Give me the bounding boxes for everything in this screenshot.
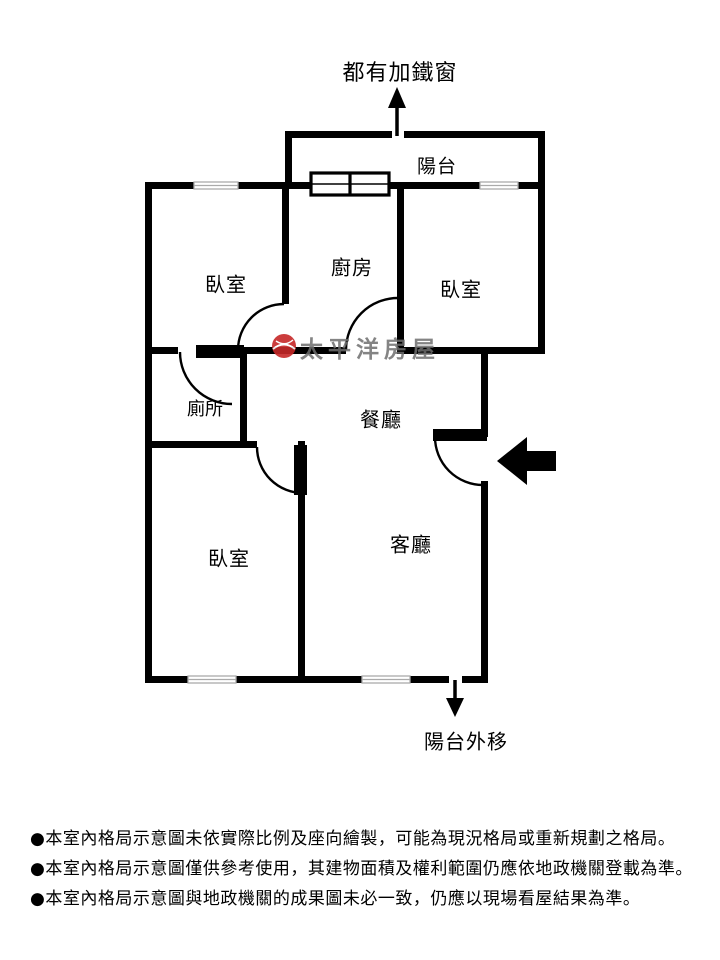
wall (145, 182, 194, 189)
wall (397, 182, 404, 354)
plan-title: 都有加鐵窗 (342, 61, 458, 86)
wall (282, 182, 289, 304)
room-label-bedroom-bottom: 臥室 (208, 546, 250, 571)
wall (285, 131, 292, 189)
pacific-realty-logo-icon (272, 334, 296, 358)
wall (481, 347, 488, 437)
door-arcs-group (178, 296, 484, 495)
window-icon (479, 181, 519, 190)
disclaimer-line: ●本室內格局示意圖與地政機關的成果圖未必一致，仍應以現場看屋結果為準。 (30, 889, 641, 909)
room-label-bedroom-right: 臥室 (440, 277, 482, 302)
wall (398, 347, 545, 354)
wall (285, 131, 392, 138)
window-icon (361, 675, 411, 684)
door-leaf (196, 345, 244, 358)
door-leaf (294, 445, 307, 495)
entry-arrow-icon (497, 437, 556, 485)
wall (145, 182, 152, 683)
room-label-dining: 餐廳 (360, 407, 402, 432)
window-icon (187, 675, 237, 684)
wall (236, 676, 362, 683)
room-label-living: 客廳 (390, 532, 432, 557)
wall (298, 441, 305, 683)
room-label-bedroom-left: 臥室 (205, 272, 247, 297)
door-arc (433, 436, 484, 487)
room-label-toilet: 廁所 (187, 399, 223, 420)
wall (145, 676, 188, 683)
down-arrow-icon (446, 680, 464, 717)
disclaimer-line: ●本室內格局示意圖僅供參考使用，其建物面積及權利範圍仍應依地政機關登載為準。 (30, 859, 693, 879)
wall (240, 347, 247, 448)
door-arc (255, 446, 304, 495)
room-label-kitchen: 廚房 (331, 255, 373, 280)
wall (145, 347, 178, 354)
watermark-brand: 太平洋房屋 (300, 337, 440, 363)
door-arc (236, 302, 285, 351)
disclaimer-line: ●本室內格局示意圖未依實際比例及座向繪製，可能為現況格局或重新規劃之格局。 (30, 829, 676, 849)
wall (538, 131, 545, 354)
wall (462, 676, 488, 683)
wall (404, 131, 545, 138)
wall (145, 441, 257, 448)
disclaimer-block: ●本室內格局示意圖未依實際比例及座向繪製，可能為現況格局或重新規劃之格局。 ●本… (30, 824, 700, 914)
stove-window-symbol-icon (309, 171, 391, 197)
window-icon (193, 181, 239, 190)
door-leaf (433, 429, 487, 441)
up-arrow-icon (388, 87, 406, 136)
wall (518, 182, 545, 189)
windows-group (187, 181, 519, 684)
door-arc (344, 296, 399, 351)
walls-group (145, 131, 545, 683)
wall (481, 481, 488, 683)
wall (410, 676, 449, 683)
balcony-moved-label: 陽台外移 (424, 729, 508, 754)
door-arc (178, 351, 233, 406)
room-label-balcony: 陽台 (416, 155, 458, 178)
